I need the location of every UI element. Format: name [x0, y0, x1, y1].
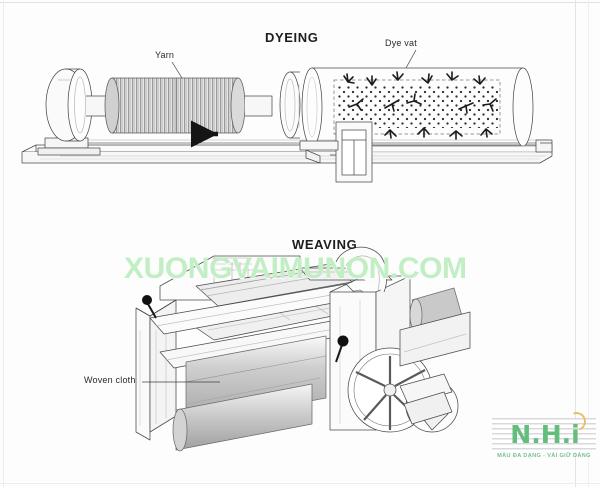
section-title-dyeing: DYEING [265, 30, 319, 45]
section-title-weaving: WEAVING [292, 237, 358, 252]
logo-tagline: MÀU ĐA DẠNG - VẢI GIỮ DÁNG [497, 453, 591, 459]
logo-mark-text: N.H.i [510, 420, 580, 449]
logo-stripes-decoration [492, 418, 596, 452]
paper-edge-top [0, 2, 600, 3]
dyeing-machine-artwork [21, 49, 553, 183]
weaving-loom-artwork [135, 246, 471, 452]
paper-edge-left [3, 0, 4, 487]
loom-handle-left [142, 295, 157, 319]
callout-label-dye-vat: Dye vat [385, 38, 417, 48]
paper-edge-bottom [0, 483, 600, 484]
callout-label-yarn: Yarn [155, 50, 175, 60]
brand-logo: N.H.i MÀU ĐA DẠNG - VẢI GIỮ DÁNG [492, 408, 596, 470]
paper-edge-right-outer [588, 0, 589, 487]
callout-label-woven-cloth: Woven cloth [84, 375, 136, 385]
loom-handle-right [335, 335, 349, 363]
paper-edge-right [575, 0, 576, 487]
